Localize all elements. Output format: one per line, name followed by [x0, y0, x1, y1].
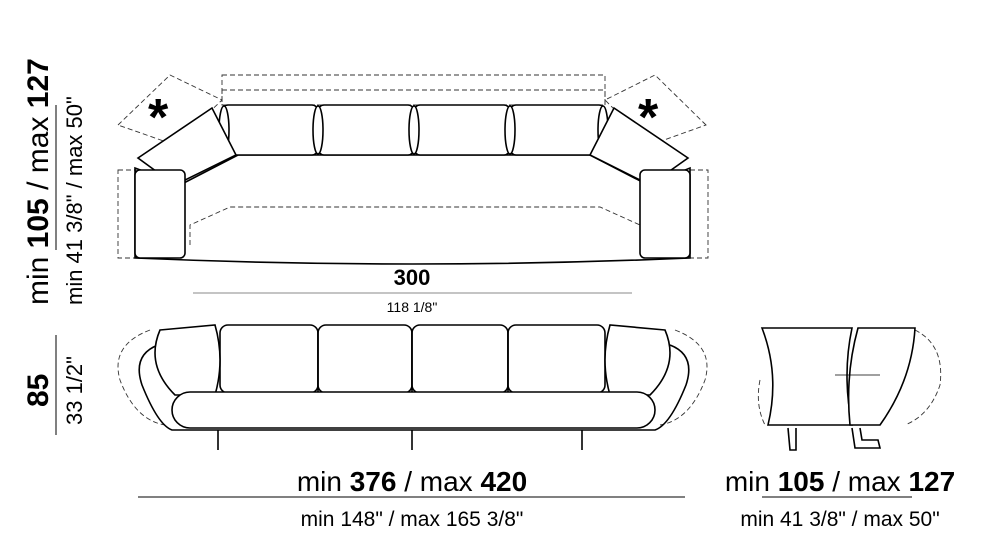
- left-side-cushion-front: [154, 324, 221, 396]
- seat-base: [134, 154, 691, 265]
- side-view-elevation: [757, 327, 942, 451]
- left-arm-extended-outline: [117, 169, 137, 259]
- right-arm-cushion: [639, 169, 691, 259]
- front-width-label: min 376 / max 420: [297, 466, 527, 497]
- right-corner-extended-outline: [604, 74, 707, 146]
- side-depth-label-inches: min 41 3/8" / max 50": [740, 508, 939, 531]
- front-height-label-group: 85 33 1/2": [22, 335, 87, 435]
- top-depth-label-group: min 105 / max 127 min 41 3/8" / max 50": [22, 58, 87, 305]
- left-corner-extended-outline: [117, 74, 223, 146]
- seat-cushion-outline: [189, 206, 641, 245]
- left-arm-cushion: [134, 169, 186, 259]
- top-width-label-inches: 118 1/8": [387, 299, 438, 315]
- side-back-cushion: [847, 327, 916, 426]
- top-depth-label: min 105 / max 127: [22, 58, 55, 305]
- side-front-leg: [787, 427, 797, 451]
- front-height-label: 85: [22, 374, 55, 407]
- top-depth-label-inches: min 41 3/8" / max 50": [62, 96, 87, 305]
- top-view-plan: * *: [117, 74, 709, 265]
- right-optional-marker: *: [638, 89, 659, 147]
- side-back-leg: [851, 427, 882, 449]
- right-side-cushion-front: [604, 324, 671, 396]
- seat-cushion-front: [171, 391, 656, 429]
- left-optional-marker: *: [148, 89, 169, 147]
- frame-outline: [138, 344, 690, 431]
- back-cushions-front: [219, 324, 606, 394]
- front-height-label-inches: 33 1/2": [62, 356, 87, 425]
- front-view-elevation: [117, 324, 708, 450]
- back-cushions-top: [218, 104, 609, 156]
- top-width-label: 300: [394, 265, 431, 290]
- side-seat-cushion: [760, 327, 853, 426]
- extended-back-outline-inner: [221, 89, 606, 106]
- side-depth-label: min 105 / max 127: [725, 466, 955, 497]
- right-arm-extended-outline: [689, 169, 709, 259]
- front-width-label-inches: min 148" / max 165 3/8": [301, 508, 524, 531]
